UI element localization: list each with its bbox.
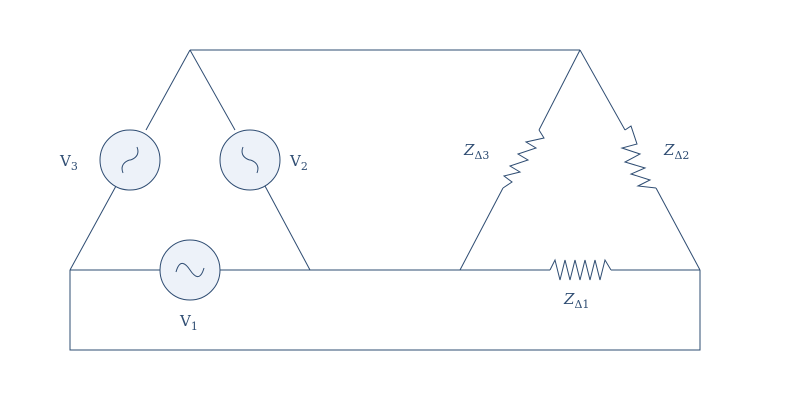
wire-load-left-lower	[459, 187, 504, 271]
label-z-delta3: ZΔ3	[463, 141, 489, 162]
wire-load-right-upper	[579, 49, 626, 131]
wire-load-right-lower	[655, 187, 701, 271]
sine-wave-icon	[241, 146, 259, 174]
wire-source-left-upper	[145, 49, 191, 131]
label-v3: V3	[59, 152, 78, 173]
label-z-delta2: ZΔ2	[663, 141, 689, 162]
impedance-z-delta2	[620, 125, 657, 189]
wire-load-left-upper	[538, 49, 581, 131]
sine-wave-icon	[175, 263, 205, 277]
impedance-z-delta1	[549, 258, 612, 281]
wire-source-right-upper	[189, 49, 236, 131]
wire-source-right-lower	[264, 185, 311, 271]
wire-source-left-lower	[69, 185, 117, 271]
source-v1	[159, 239, 221, 301]
wire-return-loop	[69, 270, 701, 351]
source-v2	[219, 129, 281, 191]
label-z-delta1: ZΔ1	[563, 290, 589, 311]
source-v3	[99, 129, 161, 191]
label-v1: V1	[179, 312, 198, 333]
impedance-z-delta3	[502, 129, 545, 189]
sine-wave-icon	[121, 146, 139, 174]
label-v2: V2	[289, 152, 308, 173]
wires	[69, 49, 701, 351]
